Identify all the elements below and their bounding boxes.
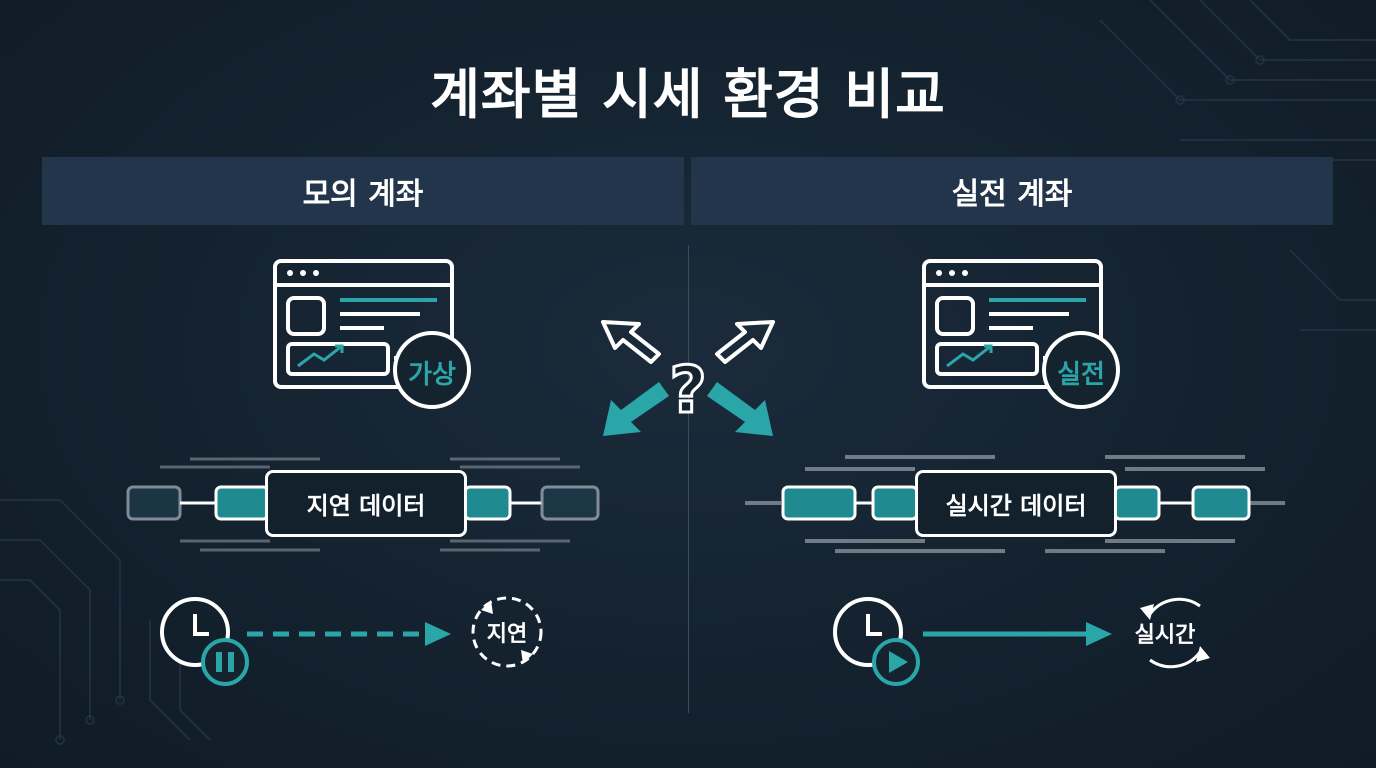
center-divider (688, 245, 689, 713)
header-real-account: 실전 계좌 (691, 157, 1333, 225)
play-icon (872, 638, 920, 686)
delayed-flow (160, 596, 543, 686)
decision-arrows-icon: ? (601, 320, 775, 436)
real-badge: 실전 (1057, 359, 1105, 390)
delayed-data-label: 지연 데이터 (306, 492, 426, 520)
delayed-data-chain (126, 457, 600, 552)
virtual-badge: 가상 (408, 359, 456, 390)
cycle-icon (471, 596, 543, 668)
question-mark-icon: ? (669, 354, 706, 428)
delay-cycle-label: 지연 (486, 622, 528, 647)
page-title: 계좌별 시세 환경 비교 (430, 63, 946, 126)
pause-icon (201, 638, 249, 686)
delayed-data-box: 지연 데이터 (265, 470, 467, 537)
clock-icon (160, 597, 230, 667)
browser-window-icon (922, 259, 1120, 409)
realtime-flow (833, 597, 1210, 686)
header-demo-account-label: 모의 계좌 (302, 177, 424, 212)
realtime-data-label: 실시간 데이터 (945, 492, 1087, 520)
header-demo-account: 모의 계좌 (42, 157, 684, 225)
browser-window-icon (273, 259, 471, 409)
clock-icon (833, 597, 903, 667)
cycle-icon (1148, 597, 1202, 669)
realtime-cycle-label: 실시간 (1134, 623, 1196, 648)
header-real-account-label: 실전 계좌 (951, 177, 1073, 212)
realtime-data-box: 실시간 데이터 (915, 470, 1117, 537)
